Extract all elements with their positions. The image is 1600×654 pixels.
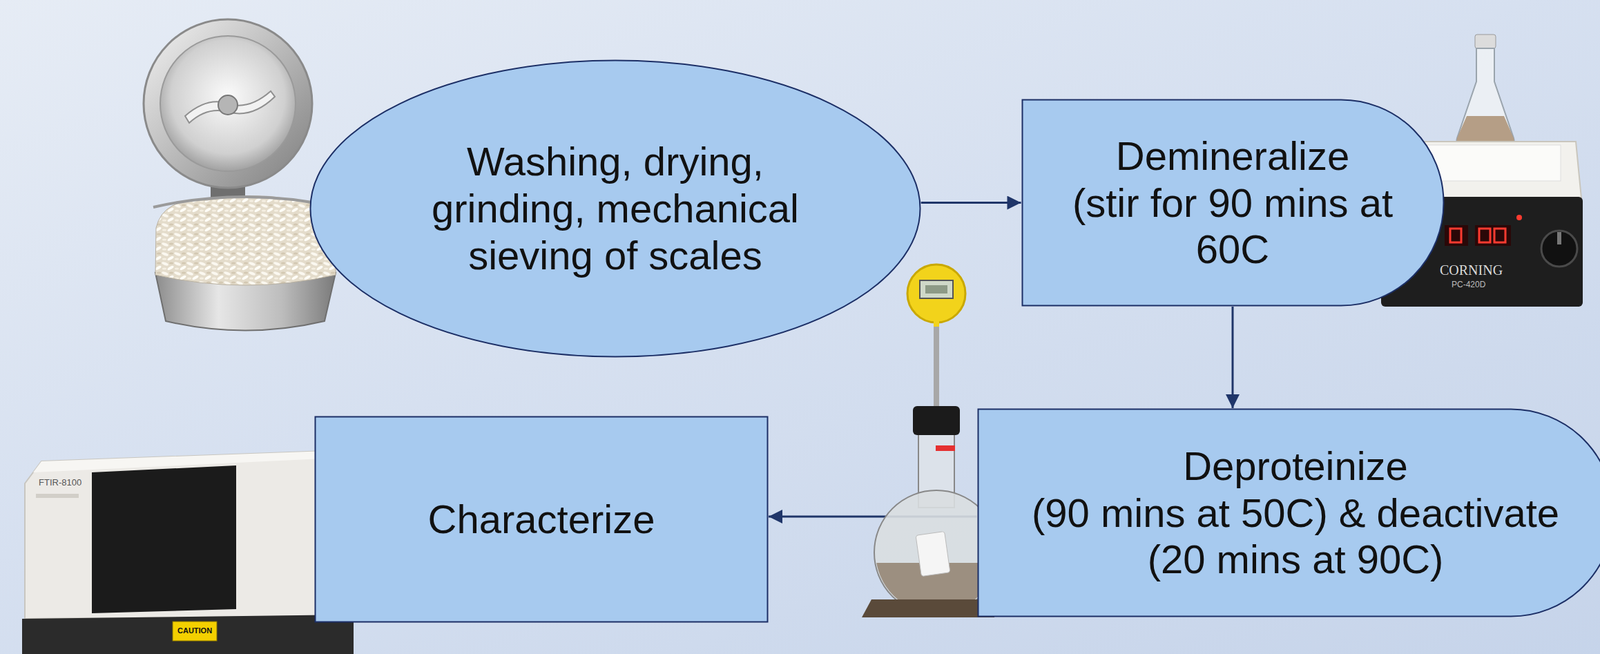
ftir-instrument-illustration <box>22 450 354 654</box>
process-box: Characterize <box>314 415 769 623</box>
node-content: Characterize <box>334 495 749 543</box>
node-text: (90 mins at 50C) & deactivate (20 mins a… <box>1019 489 1572 584</box>
node-text: Characterize <box>334 495 749 543</box>
grinder-illustration <box>143 19 337 331</box>
model-label: PC-420D <box>1451 280 1486 290</box>
warning-label: CAUTION <box>177 626 212 635</box>
node-content: Deproteinize(90 mins at 50C) & deactivat… <box>1019 442 1572 584</box>
box-outline <box>315 417 768 623</box>
box-outline <box>977 409 1600 617</box>
node-text: Washing, drying, grinding, mechanical si… <box>408 138 823 279</box>
flow-arrow <box>921 201 1022 204</box>
process-ellipse: Washing, drying, grinding, mechanical si… <box>309 59 922 358</box>
flow-arrow <box>1231 306 1235 409</box>
ellipse-outline <box>310 60 921 358</box>
node-text: (stir for 90 mins at 60C <box>1063 179 1402 274</box>
model-label: FTIR-8100 <box>38 477 82 488</box>
process-box: Demineralize(stir for 90 mins at 60C <box>1021 98 1445 307</box>
node-content: Washing, drying, grinding, mechanical si… <box>408 138 823 279</box>
process-box: Deproteinize(90 mins at 50C) & deactivat… <box>977 408 1600 618</box>
brand-label: CORNING <box>1439 262 1503 278</box>
node-text: Deproteinize <box>1019 442 1572 490</box>
node-content: Demineralize(stir for 90 mins at 60C <box>1063 132 1402 274</box>
node-text: Demineralize <box>1063 132 1402 180</box>
box-outline <box>1022 100 1444 306</box>
